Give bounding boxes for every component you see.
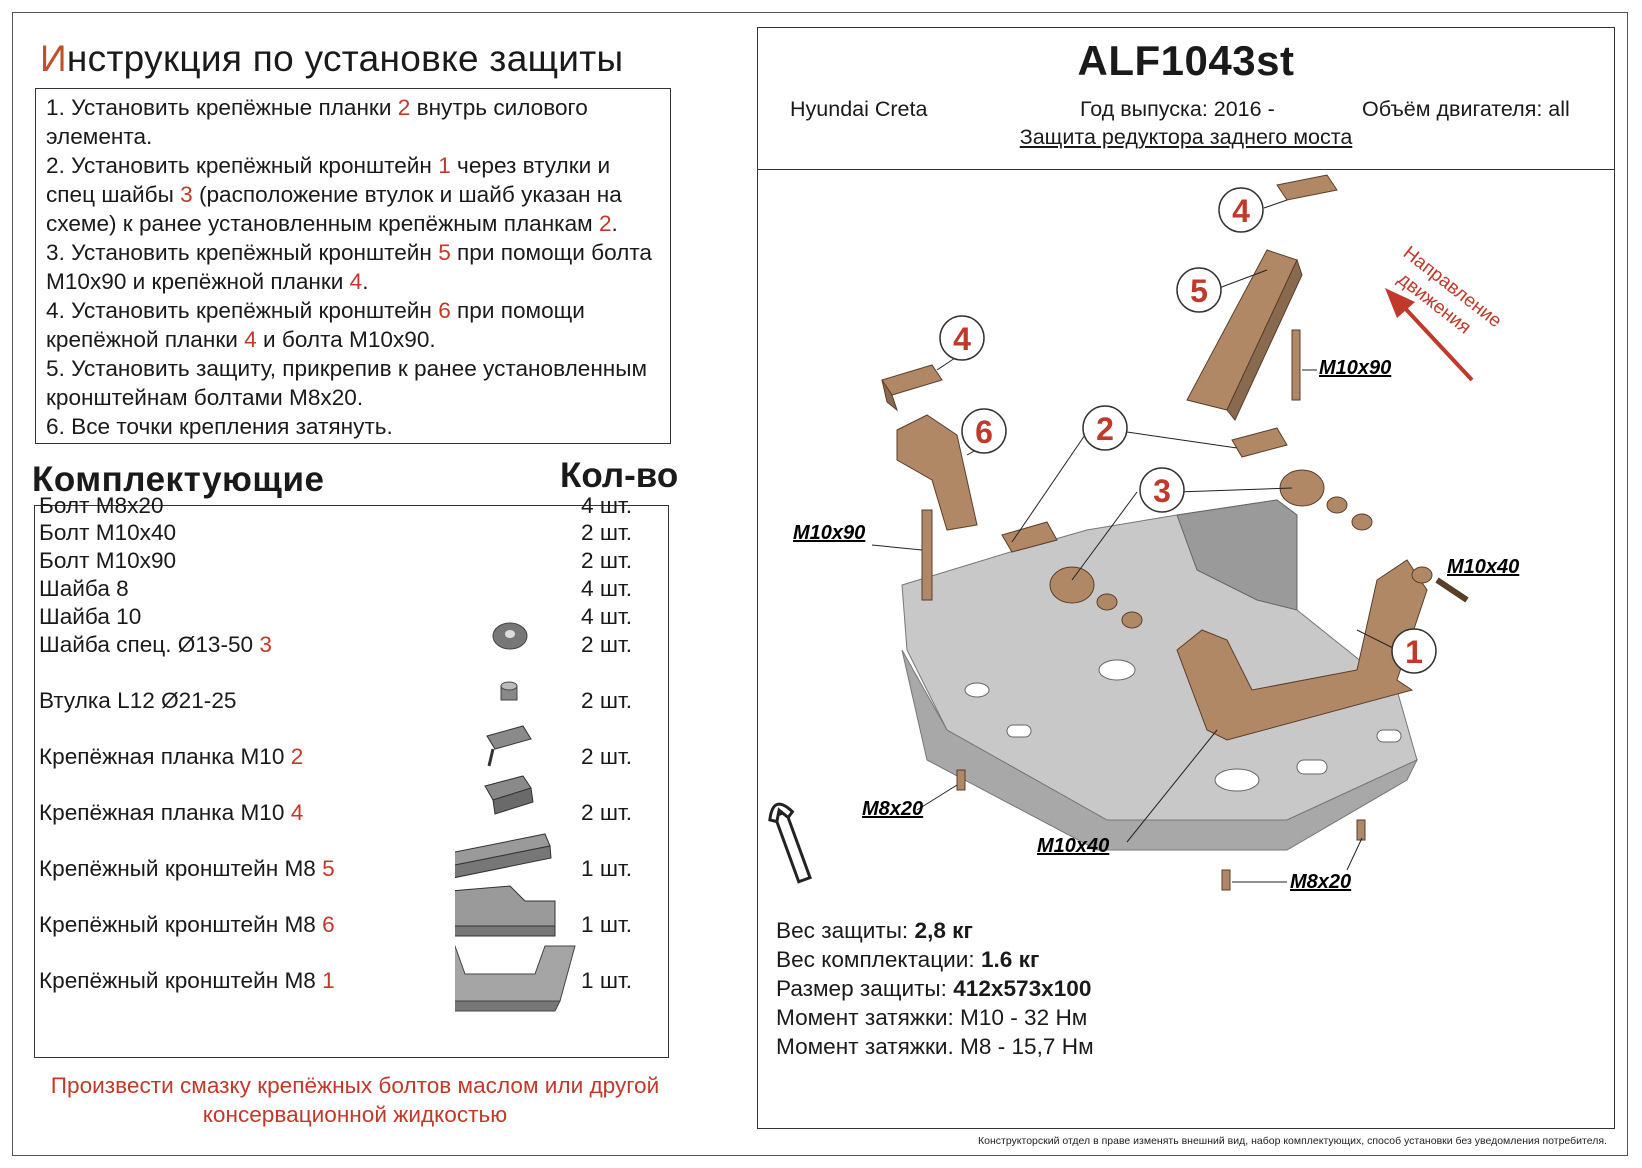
leader-lines <box>871 199 1398 883</box>
instruction-title: Инструкция по установке защиты <box>40 38 624 79</box>
svg-text:2: 2 <box>1096 411 1114 447</box>
spec-weight: Вес защиты: 2,8 кг <box>776 918 973 943</box>
part-row: Крепёжная планка М10 2 <box>39 744 304 769</box>
direction-arrow <box>1400 303 1474 382</box>
callout-4-left: 4 <box>939 315 985 361</box>
car-model: Hyundai Creta <box>790 97 928 121</box>
disclaimer: Конструкторский отдел в праве изменять в… <box>978 1135 1607 1147</box>
spec-size: Размер защиты: 412х573х100 <box>776 976 1092 1001</box>
parts-list: Болт М8х20 4 шт. Болт М10х40 2 шт. Болт … <box>34 493 669 1058</box>
part-row: Шайба 10 <box>39 604 142 629</box>
instructions-box: 1. Установить крепёжные планки 2 внутрь … <box>35 88 671 444</box>
part-row: Болт М10х40 <box>39 520 177 545</box>
part-row: Крепёжная планка М10 4 <box>39 800 304 825</box>
mounting-plate-4-top <box>1276 174 1338 201</box>
product-subtitle: Защита редуктора заднего моста <box>1019 125 1353 149</box>
svg-text:6: 6 <box>975 414 993 450</box>
product-code: ALF1043st <box>1077 37 1295 84</box>
skid-plate <box>901 499 1419 851</box>
special-washers <box>1049 469 1433 629</box>
direction-indicator: Направление движения <box>1385 242 1505 382</box>
instruction-step-6: 6. Все точки крепления затянуть. <box>46 414 393 439</box>
engine-volume: Объём двигателя: all <box>1362 97 1570 121</box>
part-qty: 2 шт. <box>581 800 633 825</box>
label-m10x40-bottom: M10x40 <box>1037 835 1109 857</box>
bracket-1-icon <box>455 945 576 1012</box>
part-qty: 1 шт. <box>581 912 633 937</box>
label-m10x90-right: M10x90 <box>1319 357 1391 379</box>
bracket-6 <box>896 414 978 531</box>
svg-text:3: 3 <box>1153 473 1171 509</box>
spec-torque-m8: Момент затяжки. M8 - 15,7 Нм <box>776 1034 1094 1059</box>
part-thumbnails <box>455 622 576 1012</box>
part-row: Болт М10х90 <box>39 548 177 573</box>
lubrication-note: Произвести смазку крепёжных болтов масло… <box>50 1073 660 1127</box>
mounting-plate-2 <box>1001 427 1288 553</box>
production-year: Год выпуска: 2016 - <box>1080 97 1275 121</box>
bracket-6-icon <box>455 885 556 937</box>
callout-6: 6 <box>961 408 1007 454</box>
bracket-1 <box>1176 559 1428 741</box>
part-qty: 2 шт. <box>581 520 633 545</box>
instruction-step-2: 2. Установить крепёжный кронштейн 1 чере… <box>46 153 622 236</box>
part-row: Болт М8х20 <box>39 493 164 518</box>
callout-5: 5 <box>1176 267 1222 313</box>
part-row: Втулка L12 Ø21-25 <box>39 688 237 713</box>
svg-text:4: 4 <box>953 321 971 357</box>
mounting-plate-2-icon <box>486 725 532 767</box>
mounting-plate-4-icon <box>484 775 534 815</box>
wrench-icon <box>768 802 812 884</box>
components-heading: Комплектующие <box>32 460 325 499</box>
page-frame <box>12 12 1628 1156</box>
part-qty: 2 шт. <box>581 632 633 657</box>
svg-text:4: 4 <box>1232 193 1250 229</box>
part-qty: 1 шт. <box>581 968 633 993</box>
part-row: Шайба спец. Ø13-50 3 <box>39 632 272 657</box>
part-qty: 2 шт. <box>581 548 633 573</box>
part-qty: 2 шт. <box>581 688 633 713</box>
part-row: Крепёжный кронштейн М8 1 <box>39 968 335 993</box>
bracket-5-icon <box>455 833 552 879</box>
part-qty: 4 шт. <box>581 576 633 601</box>
spec-kit-weight: Вес комплектации: 1.6 кг <box>776 947 1040 972</box>
part-row: Крепёжный кронштейн М8 6 <box>39 912 335 937</box>
spec-torque-m10: Момент затяжки: M10 - 32 Нм <box>776 1005 1088 1030</box>
svg-text:5: 5 <box>1190 273 1208 309</box>
callout-2: 2 <box>1082 405 1128 451</box>
label-m8x20-right: M8x20 <box>1290 871 1351 893</box>
callout-4-top: 4 <box>1218 187 1264 233</box>
label-m10x90-left: M10x90 <box>793 522 865 544</box>
label-m10x40-right: M10x40 <box>1447 556 1519 578</box>
diagram-box <box>757 27 1615 1129</box>
instruction-step-3: 3. Установить крепёжный кронштейн 5 при … <box>46 240 652 294</box>
svg-text:1: 1 <box>1405 634 1423 670</box>
bolt-labels: M10x90 M10x90 M10x40 M10x40 M8x20 M8x20 <box>793 357 1519 893</box>
part-qty: 4 шт. <box>581 604 633 629</box>
instruction-step-5: 5. Установить защиту, прикрепив к ранее … <box>46 356 648 410</box>
quantity-heading: Кол-во <box>560 456 679 495</box>
bolts <box>921 329 1469 891</box>
part-row: Крепёжный кронштейн М8 5 <box>39 856 335 881</box>
product-header: ALF1043st Hyundai Creta Год выпуска: 201… <box>757 27 1615 170</box>
assembly-diagram: 4 5 4 6 2 3 1 M10x90 M10x90 M10x40 M10x4… <box>768 174 1519 893</box>
instruction-step-1: 1. Установить крепёжные планки 2 внутрь … <box>46 95 588 149</box>
bracket-5 <box>1186 249 1303 421</box>
callout-3: 3 <box>1139 467 1185 513</box>
part-qty: 4 шт. <box>581 493 633 518</box>
bushing-icon <box>500 681 518 701</box>
part-qty: 2 шт. <box>581 744 633 769</box>
part-qty: 1 шт. <box>581 856 633 881</box>
label-m8x20-left: M8x20 <box>862 798 923 820</box>
part-row: Шайба 8 <box>39 576 129 601</box>
instruction-step-4: 4. Установить крепёжный кронштейн 6 при … <box>46 298 585 352</box>
mounting-plate-4-left <box>881 364 943 412</box>
callout-1: 1 <box>1391 628 1437 674</box>
special-washer-icon <box>492 622 528 650</box>
